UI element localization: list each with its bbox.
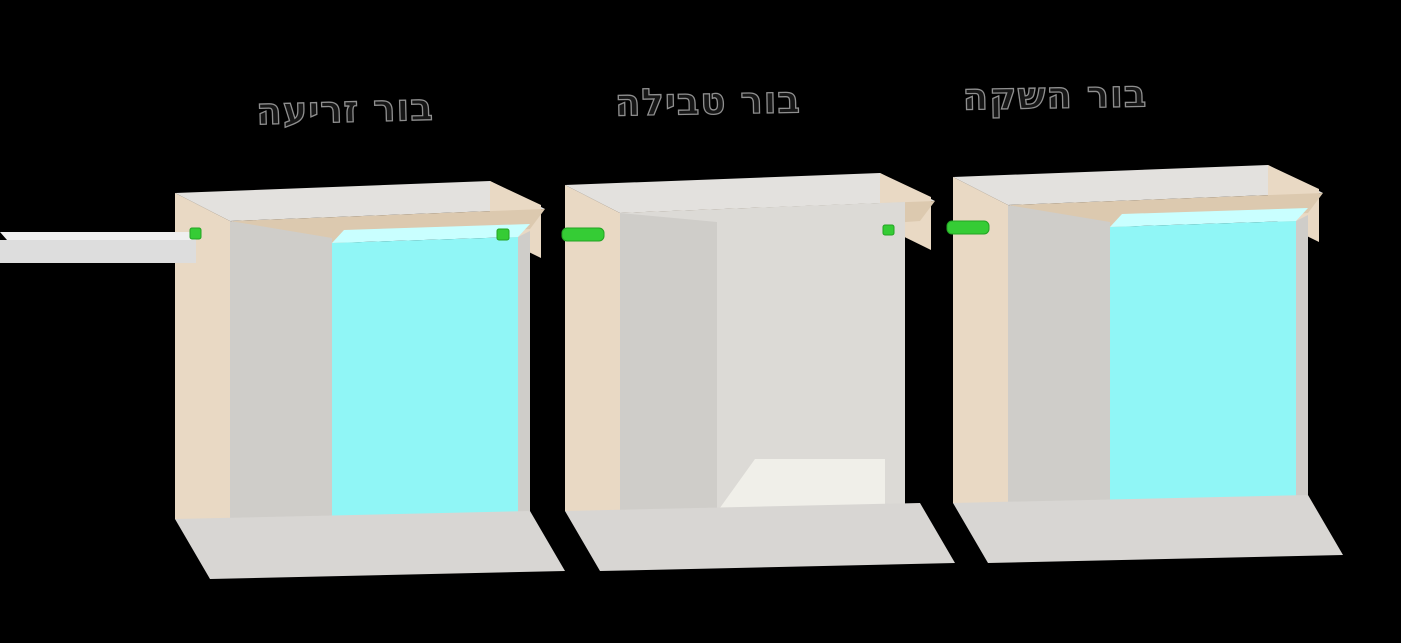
tank2-rim-top [565,173,935,213]
pipes [0,220,990,263]
tank-immersion-pit [565,173,955,571]
tank1-interior-right-wall [518,231,530,514]
tank1-water-front [332,237,518,520]
tank1-interior-left-wall [230,221,332,545]
tank1-base-front [175,511,565,579]
tank3-base-front [953,495,1343,563]
label-contact-pit: בור השקה [962,72,1149,120]
tank3-interior-left-wall [1008,205,1110,529]
tank1-rim-top [175,181,545,221]
tank2-inlet-pipe [561,227,605,242]
tank1-water-surface [332,224,530,243]
tank-seeding-pit [175,181,565,579]
tank3-water-front [1110,221,1296,504]
label-seeding-pit: בור זריעה [255,85,435,134]
tank2-base-front [565,503,955,571]
tank2-floor [717,459,885,512]
tank1-outlet-pipe-nub [496,228,510,241]
tank-contact-pit [953,165,1343,563]
tank2-outlet-pipe-nub [882,224,895,236]
tank3-water-surface [1110,208,1308,227]
tank1-left-wall-outer [175,193,230,547]
inlet-pipe-nub [189,227,202,240]
label-immersion-pit: בור טבילה [614,78,802,126]
tank2-interior-left-wall [620,213,717,537]
tank2-left-wall-outer [565,185,620,539]
inlet-pipe-top [0,232,196,240]
tank3-left-wall-outer [953,177,1008,531]
tank3-interior-right-wall [1296,215,1308,498]
tank3-rim-top [953,165,1323,205]
tank3-inlet-pipe [946,220,990,235]
inlet-pipe-front [0,240,196,263]
